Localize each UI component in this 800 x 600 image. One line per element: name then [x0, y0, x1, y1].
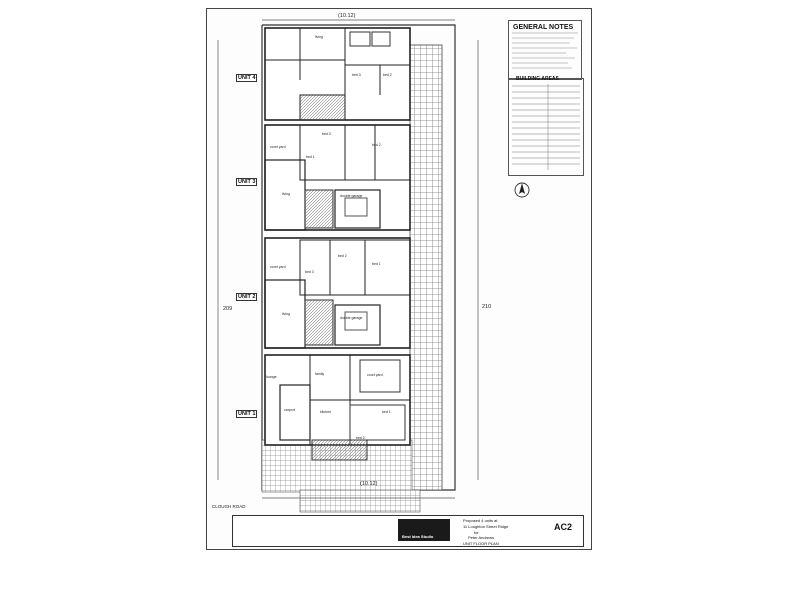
room-label-court-yard: court yard — [367, 373, 383, 377]
room-label-living: living — [282, 312, 290, 316]
room-label-bed: bed 3 — [305, 270, 314, 274]
drawing-title: UNIT FLOOR PLAN — [463, 541, 499, 546]
room-label-bed: bed 2 — [372, 143, 381, 147]
general-notes-lines — [512, 32, 578, 69]
room-label-double-garage: double garage — [340, 316, 363, 320]
dimension-top: (10.12) — [338, 13, 356, 19]
room-label-kitchen: kitchen — [320, 410, 332, 414]
room-label-court-yard: court yard — [270, 265, 286, 269]
property-boundary — [261, 24, 456, 491]
sheet-number: AC2 — [554, 522, 573, 532]
unit-2-plan — [264, 237, 411, 349]
project-line-2: 11 Loughton Street Ridge — [463, 524, 509, 529]
room-label-bed: bed 3 — [322, 132, 331, 136]
room-label-living: living — [315, 35, 323, 39]
room-label-bed: bed 1 — [372, 262, 381, 266]
unit-4-label: UNIT 4 — [236, 74, 258, 82]
general-notes-box — [508, 20, 582, 80]
general-notes-title: GENERAL NOTES — [513, 24, 574, 31]
room-label-bed: bed 1 — [382, 410, 391, 414]
street-label: CLOUGH ROAD — [212, 504, 246, 509]
driveway-paving — [409, 44, 443, 491]
room-label-carport: carport — [284, 408, 295, 412]
project-line-4: Peter Andrews — [468, 535, 495, 540]
unit-1-plan — [264, 354, 411, 461]
project-line-1: Proposed 4 units at — [463, 518, 498, 523]
unit-2-label: UNIT 2 — [236, 293, 258, 301]
room-label-double-garage: double garage — [340, 194, 363, 198]
project-line-3: for — [474, 530, 479, 535]
studio-logo — [398, 519, 450, 541]
unit-4-plan — [264, 27, 411, 121]
room-label-bed: bed 2 — [338, 254, 347, 258]
studio-logo-text: Best Idea Studio — [402, 534, 434, 539]
unit-1-label: UNIT 1 — [236, 410, 258, 418]
dimension-right: 210 — [482, 304, 492, 310]
north-arrow — [514, 182, 530, 198]
room-label-lounge: lounge — [266, 375, 277, 379]
unit-3-plan — [264, 124, 411, 231]
room-label-bed: bed 1 — [306, 155, 315, 159]
room-label-court-yard: court yard — [270, 145, 286, 149]
room-label-bed: bed 3 — [352, 73, 361, 77]
unit-3-label: UNIT 3 — [236, 178, 258, 186]
room-label-living: living — [282, 192, 290, 196]
building-areas-title: BUILDING AREAS — [516, 76, 559, 82]
room-label-bed: bed 2 — [383, 73, 392, 77]
room-label-family: family — [315, 372, 325, 376]
building-areas-box — [508, 78, 584, 176]
building-areas-table — [512, 84, 580, 170]
dimension-bottom: (10.12) — [360, 481, 378, 487]
entry-paving — [299, 489, 421, 513]
dimension-left: 209 — [223, 306, 233, 312]
room-label-bed: bed 2 — [356, 436, 365, 440]
